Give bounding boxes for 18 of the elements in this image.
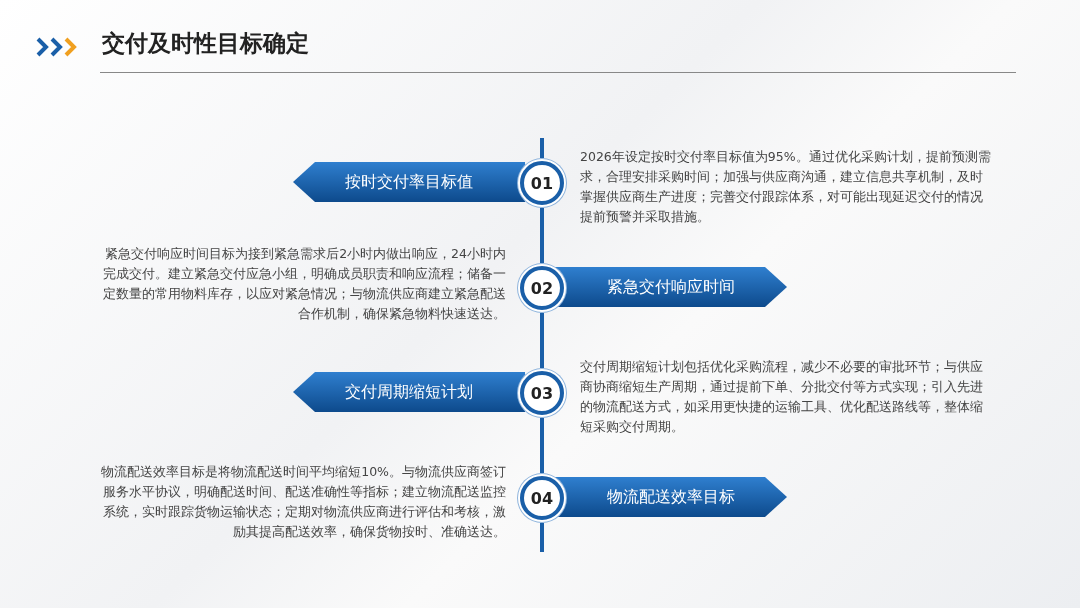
description-text: 物流配送效率目标是将物流配送时间平均缩短10%。与物流供应商签订服务水平协议，明确配送时间、配送准确性等指标；建立物流配送监控系统，实时跟踪货物运输状态；定期对物流供应商进行评估和考核，激励其提高配送效率，确保货物按时、准确送达。 (100, 463, 506, 541)
arrow-banner: 按时交付率目标值 (293, 162, 525, 202)
timeline-line (540, 313, 544, 368)
timeline-line (540, 138, 544, 158)
timeline-line (540, 418, 544, 473)
description-text: 交付周期缩短计划包括优化采购流程，减少不必要的审批环节；与供应商协商缩短生产周期，通过提前下单、分批交付等方式实现；引入先进的物流配送方式，如采用更快捷的运输工具、优化配送路线等，整体缩短采购交付周期。 (580, 358, 984, 436)
arrow-banner: 交付周期缩短计划 (293, 372, 525, 412)
description-text: 2026年设定按时交付率目标值为95%。通过优化采购计划，提前预测需求，合理安排采购时间；加强与供应商沟通，建立信息共享机制，及时掌握供应商生产进度；完善交付跟踪体系，对可能出现延迟交付的情况提前预警并采取措施。 (580, 148, 992, 226)
timeline-line (540, 523, 544, 552)
number-circle: 04 (520, 476, 564, 520)
page-title: 交付及时性目标确定 (102, 29, 309, 58)
arrow-banner: 物流配送效率目标 (555, 477, 787, 517)
arrow-banner: 紧急交付响应时间 (555, 267, 787, 307)
number-circle: 01 (520, 161, 564, 205)
number-circle: 02 (520, 266, 564, 310)
number-circle: 03 (520, 371, 564, 415)
description-text: 紧急交付响应时间目标为接到紧急需求后2小时内做出响应，24小时内完成交付。建立紧急交付应急小组，明确成员职责和响应流程；储备一定数量的常用物料库存，以应对紧急情况；与物流供应商建立紧急配送合作机制，确保紧急物料快速送达。 (102, 245, 506, 323)
timeline-line (540, 208, 544, 263)
